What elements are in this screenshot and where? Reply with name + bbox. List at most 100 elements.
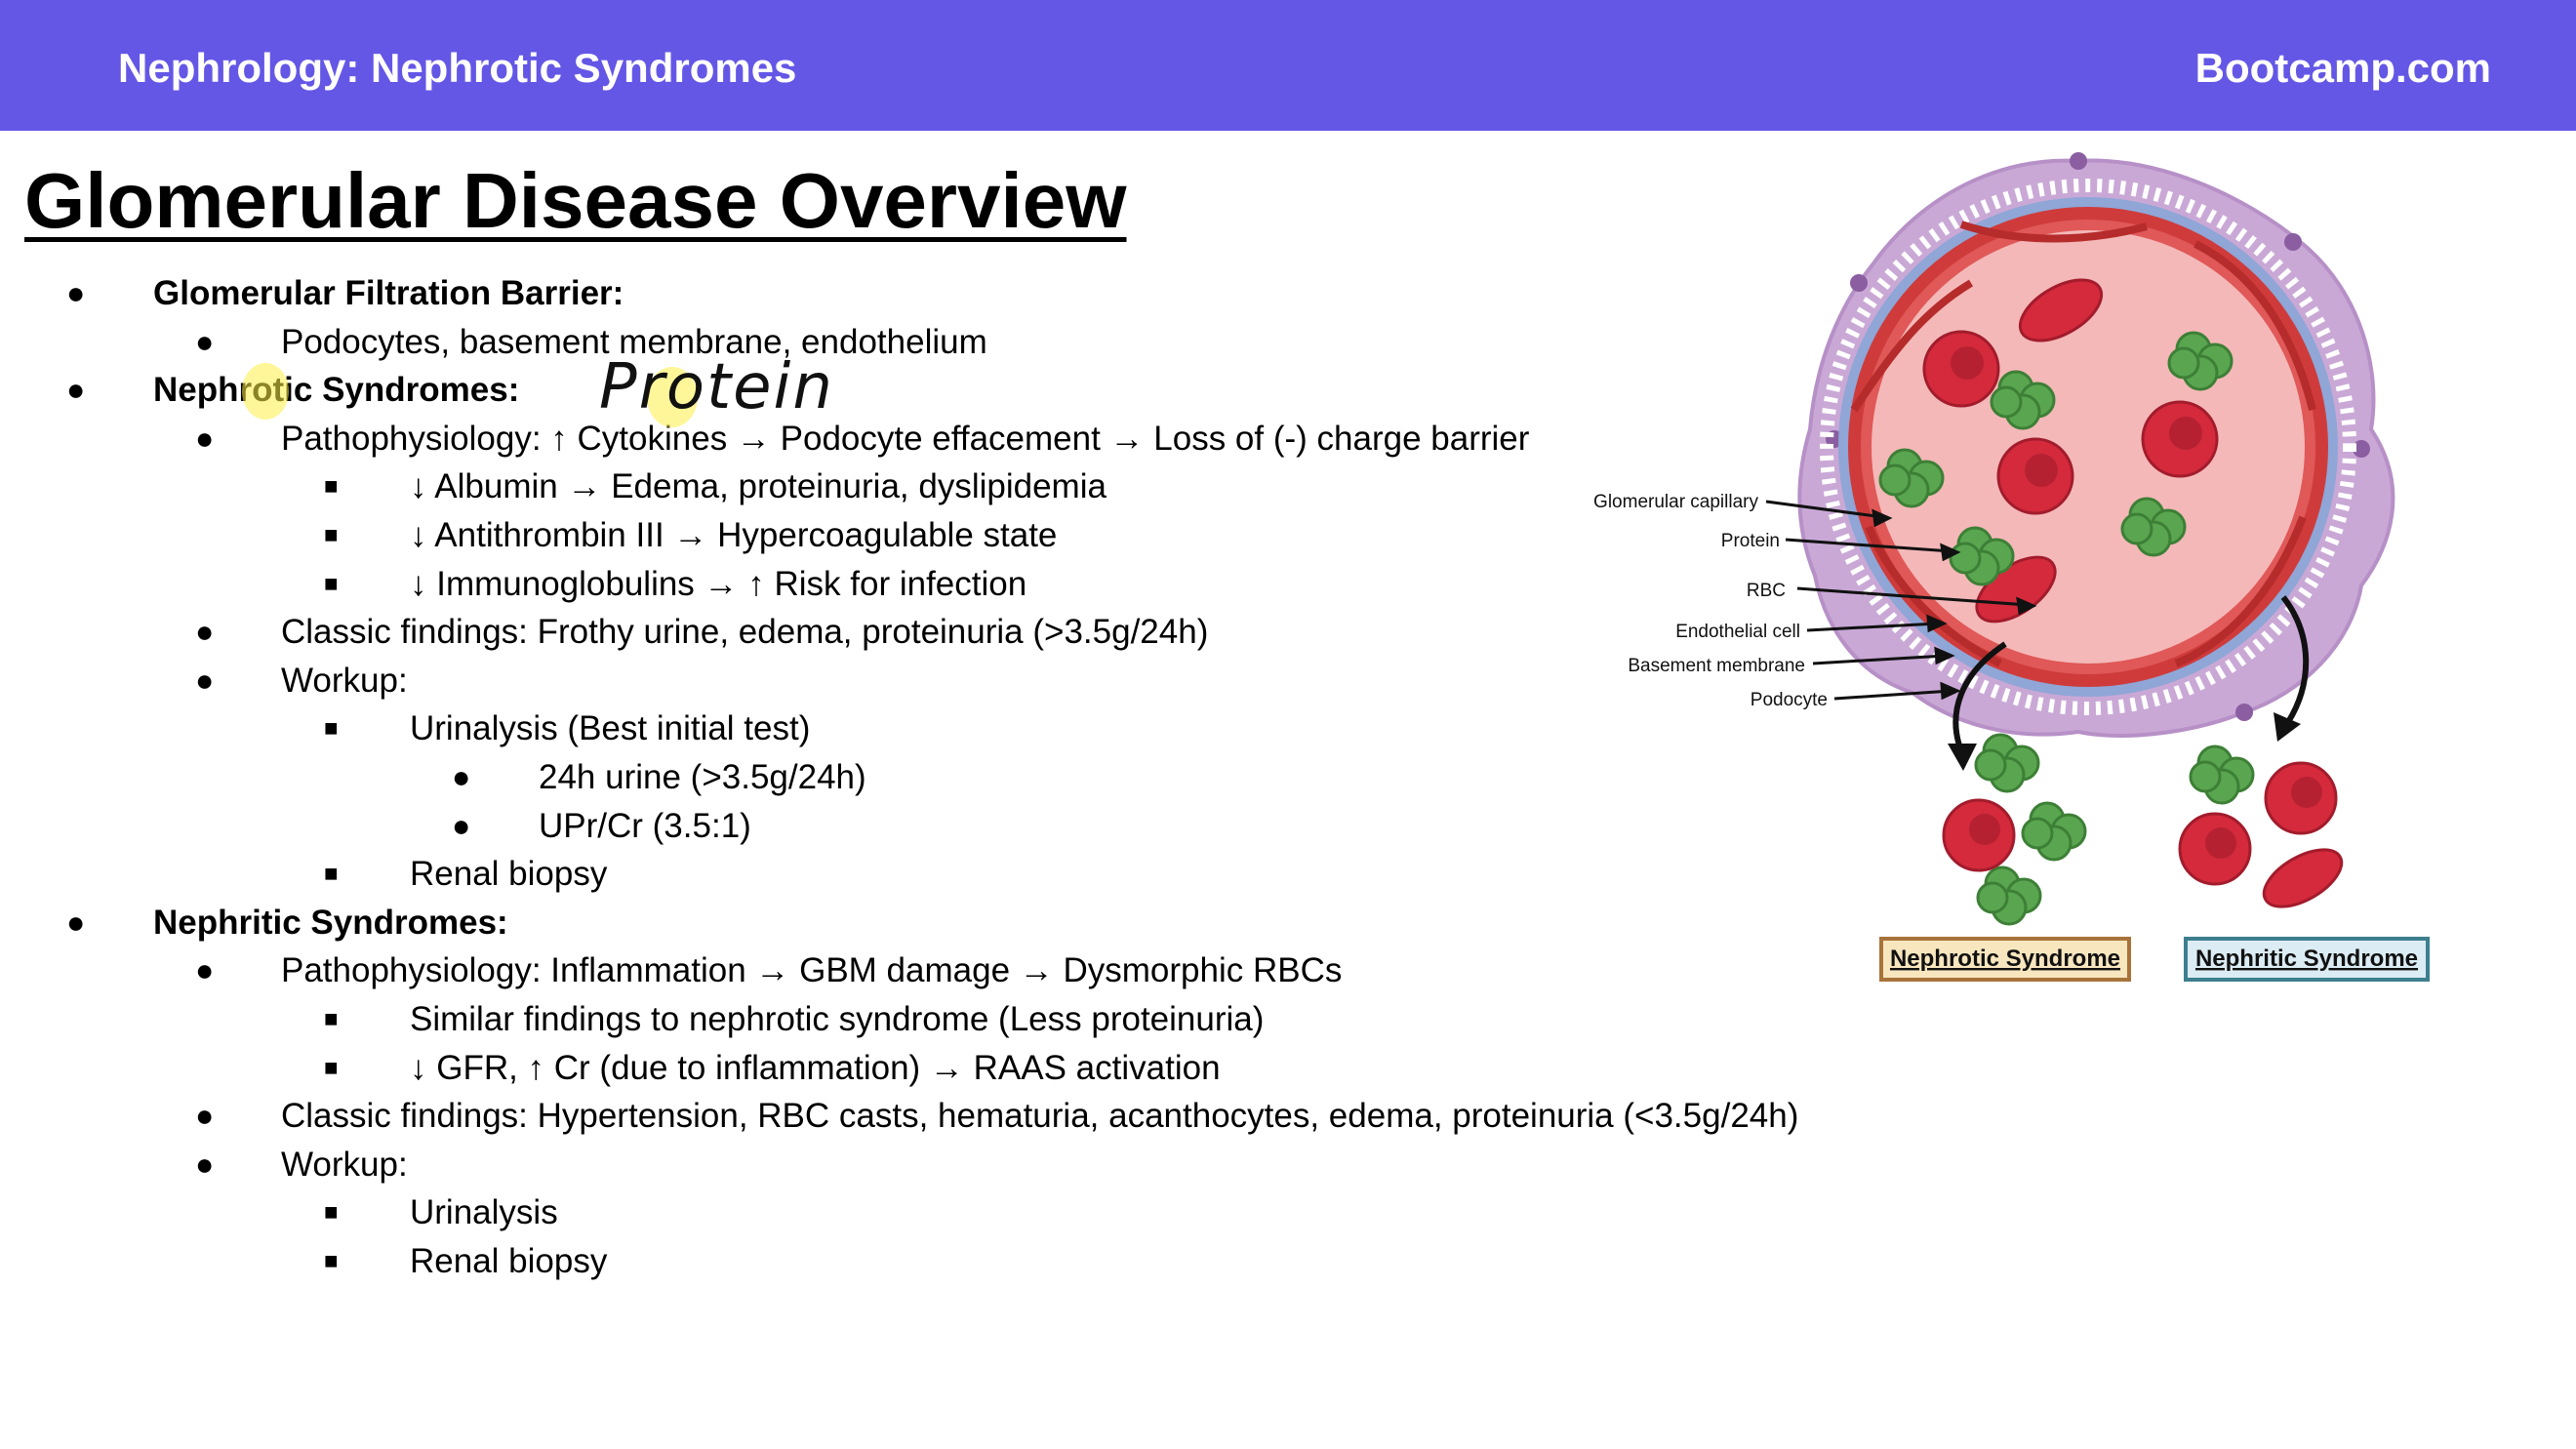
bullet-text: Classic findings: Frothy urine, edema, p… (281, 613, 1209, 652)
bullet-text: 24h urine (>3.5g/24h) (539, 757, 866, 796)
bullet-marker: ● (66, 372, 86, 408)
bullet-text: Workup: (281, 661, 408, 700)
bullet-marker: ■ (324, 1199, 339, 1227)
label-podocyte: Podocyte (1751, 690, 1828, 710)
bullet-level-3: ■↓ Antithrombin III → Hypercoagulable st… (0, 511, 1912, 560)
bullet-marker: ● (195, 323, 215, 359)
highlight-mark (647, 367, 698, 427)
protein-cluster (2120, 497, 2187, 557)
bullet-text: Pathophysiology: Inflammation → GBM dama… (281, 951, 1343, 990)
bullet-text: Renal biopsy (410, 1241, 608, 1280)
bullet-text: Nephritic Syndromes: (153, 903, 508, 942)
bullet-level-2: ● Workup: (0, 1141, 1912, 1189)
bullet-level-3: ■ Urinalysis (0, 1188, 1912, 1237)
bullet-marker: ● (452, 807, 471, 843)
bullet-marker: ■ (324, 1054, 339, 1081)
protein-cluster (2189, 745, 2255, 805)
bullet-level-2: ● Classic findings: Hypertension, RBC cas… (0, 1092, 1912, 1141)
rbc-cell (2264, 761, 2338, 835)
endothelial-cell (1850, 279, 1974, 413)
podocyte-foot-processes (1820, 179, 2356, 715)
bullet-text: Similar findings to nephrotic syndrome (… (410, 999, 1265, 1038)
bullet-text: Workup: (281, 1145, 408, 1184)
protein-cluster (1949, 526, 2015, 586)
bullet-marker: ● (195, 952, 215, 988)
bullet-text: UPr/Cr (3.5:1) (539, 806, 751, 845)
rbc-cell (1922, 330, 2000, 408)
protein-cluster (1990, 370, 2056, 430)
bullet-level-3: ■ ↓ Immunoglobulins → ↑ Risk for infectio… (0, 560, 1912, 609)
label-basement-membrane: Basement membrane (1628, 656, 1805, 676)
bullet-text: Glomerular Filtration Barrier: (153, 274, 624, 312)
bullet-text: ↓ Albumin → Edema, proteinuria, dyslipid… (410, 467, 1107, 506)
podocyte-nucleus (2353, 440, 2370, 458)
nephritic-label-box (2184, 937, 2430, 982)
bullet-level-1: ●Nephritic Syndromes: (0, 899, 1912, 947)
bullet-level-1: ● Glomerular Filtration Barrier: (0, 269, 1912, 318)
bullet-level-4: ● UPr/Cr (3.5:1) (0, 802, 1912, 851)
bullet-marker: ● (452, 758, 471, 794)
bullet-marker: ■ (324, 570, 339, 597)
arrowhead-icon (1948, 744, 1977, 771)
rbc-cell (2178, 812, 2252, 886)
rbc-cell (1942, 798, 2016, 872)
bullet-marker: ■ (324, 1005, 339, 1032)
label-protein: Protein (1721, 531, 1780, 551)
brand-name[interactable]: Bootcamp.com (2194, 45, 2491, 91)
handwritten-annotation: Protein (599, 351, 834, 423)
bullet-text: Podocytes, basement membrane, endotheliu… (281, 322, 987, 361)
bullet-level-2: ● Classic findings: Frothy urine, edema, … (0, 608, 1912, 657)
bullet-level-3: ■ ↓ GFR, ↑ Cr (due to inflammation) → RAA… (0, 1044, 1912, 1093)
bullet-marker: ● (195, 614, 215, 650)
bullet-text: Nephrotic Syndromes: (153, 371, 520, 410)
highlight-mark (242, 363, 289, 420)
glomerulus-diagram: Glomerular capillary Protein RBC Endothe… (1593, 152, 2430, 982)
bullet-level-2: ● Pathophysiology: Inflammation → GBM dam… (0, 946, 1912, 995)
bullet-marker: ● (66, 275, 86, 310)
bullet-text: Urinalysis (410, 1193, 558, 1232)
bullet-marker: ■ (324, 521, 339, 548)
bullet-marker: ■ (324, 861, 339, 888)
bullet-level-3: ■ ↓ Albumin → Edema, proteinuria, dyslipi… (0, 463, 1912, 511)
protein-cluster (1974, 733, 2040, 793)
rbc-cell (2018, 278, 2104, 342)
arrowhead-icon (2274, 712, 2301, 742)
rbc-cell (2262, 848, 2344, 908)
bullet-text: ↓ Immunoglobulins → ↑ Risk for infection (410, 564, 1027, 603)
slide-title: Glomerular Disease Overview (24, 157, 1127, 244)
course-title: Nephrology: Nephrotic Syndromes (118, 45, 797, 91)
bullet-marker: ● (195, 420, 215, 456)
bullet-marker: ● (195, 1146, 215, 1182)
bullet-text: ↓ GFR, ↑ Cr (due to inflammation) → RAAS… (410, 1048, 1221, 1087)
rbc-cell (2141, 400, 2219, 478)
bullet-level-3: ■ Similar findings to nephrotic syndrome … (0, 995, 1912, 1044)
podocyte-nucleus (2070, 152, 2087, 170)
bullet-text: Classic findings: Hypertension, RBC cast… (281, 1097, 1799, 1136)
label-endothelial-cell: Endothelial cell (1675, 622, 1800, 642)
bullet-marker: ■ (324, 715, 339, 743)
protein-cluster (2167, 331, 2234, 391)
podocyte-nucleus (2235, 704, 2253, 721)
bullet-level-2: ● Workup: (0, 657, 1912, 705)
bullet-outline: ● Glomerular Filtration Barrier: ● Podocyte… (0, 269, 1912, 1285)
bullet-level-2: ● Podocytes, basement membrane, endotheli… (0, 318, 1912, 367)
rbc-cell (1996, 437, 2074, 515)
bullet-level-3: ■ Renal biopsy (0, 1237, 1912, 1286)
endothelial-cell (2174, 515, 2307, 667)
endothelial-cell (1865, 525, 2002, 667)
bullet-text: Pathophysiology: ↑ Cytokines → Podocyte … (281, 419, 1530, 458)
bullet-marker: ● (195, 1098, 215, 1134)
bullet-level-3: ■ Urinalysis (Best initial test) (0, 704, 1912, 753)
bullet-text: Urinalysis (Best initial test) (410, 709, 811, 748)
bullet-marker: ■ (324, 1247, 339, 1274)
nephrotic-label: Nephrotic Syndrome (1890, 946, 2120, 972)
header-bar: Nephrology: Nephrotic Syndromes Bootcamp… (0, 0, 2576, 131)
nephritic-label: Nephritic Syndrome (2195, 946, 2418, 972)
bullet-marker: ● (195, 662, 215, 698)
leak-arrow-nephritic (2280, 595, 2310, 724)
bullet-level-3: ■Renal biopsy (0, 850, 1912, 899)
bullet-marker: ■ (324, 473, 339, 501)
endothelial-cell (2194, 240, 2316, 411)
endothelial-cell (1959, 221, 2149, 243)
podocyte-nucleus (1850, 274, 1868, 292)
